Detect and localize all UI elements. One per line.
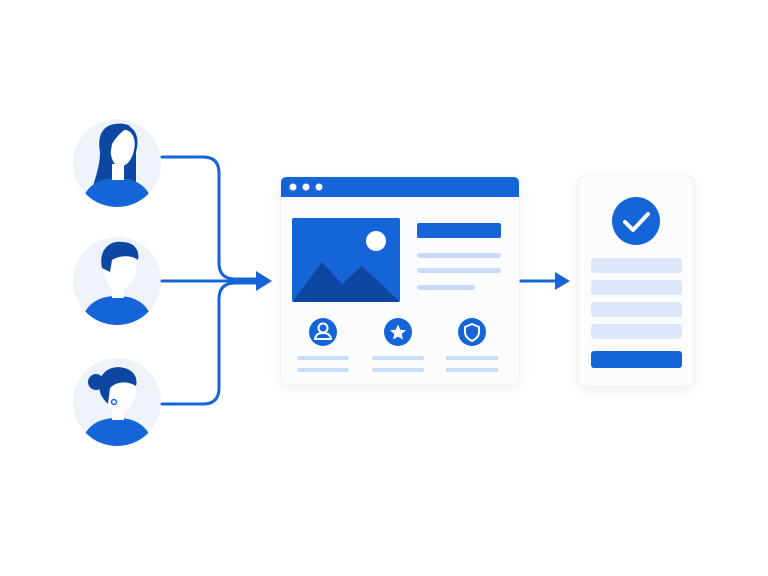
user-icon (313, 322, 333, 340)
shield-icon (464, 323, 480, 342)
result-panel (577, 175, 695, 388)
feature-star (372, 318, 424, 372)
browser-title-bar (281, 177, 519, 197)
user-avatar-3 (73, 358, 161, 446)
arrow-to-result-icon (555, 272, 570, 290)
check-circle-icon (612, 197, 660, 245)
window-dot-icon (315, 183, 323, 191)
feature-user (297, 318, 349, 372)
text-line (417, 253, 501, 258)
webpage-card (280, 176, 520, 385)
form-field (591, 302, 682, 317)
user-avatar-1 (73, 119, 161, 207)
merge-connectors (160, 155, 258, 406)
feature-shield (446, 318, 498, 372)
form-field (591, 280, 682, 295)
text-line (417, 285, 475, 290)
window-dot-icon (302, 183, 310, 191)
window-dot-icon (289, 183, 297, 191)
user-avatar-2 (73, 237, 161, 325)
star-icon (390, 324, 406, 340)
connector-user-3 (160, 281, 258, 406)
mountain-image-icon (292, 218, 400, 302)
heading-placeholder (417, 223, 501, 238)
submit-button[interactable] (591, 351, 682, 368)
text-line (417, 268, 501, 273)
form-field (591, 258, 682, 273)
form-field (591, 324, 682, 339)
arrow-to-webpage-icon (256, 271, 272, 291)
connector-user-1 (160, 155, 258, 281)
